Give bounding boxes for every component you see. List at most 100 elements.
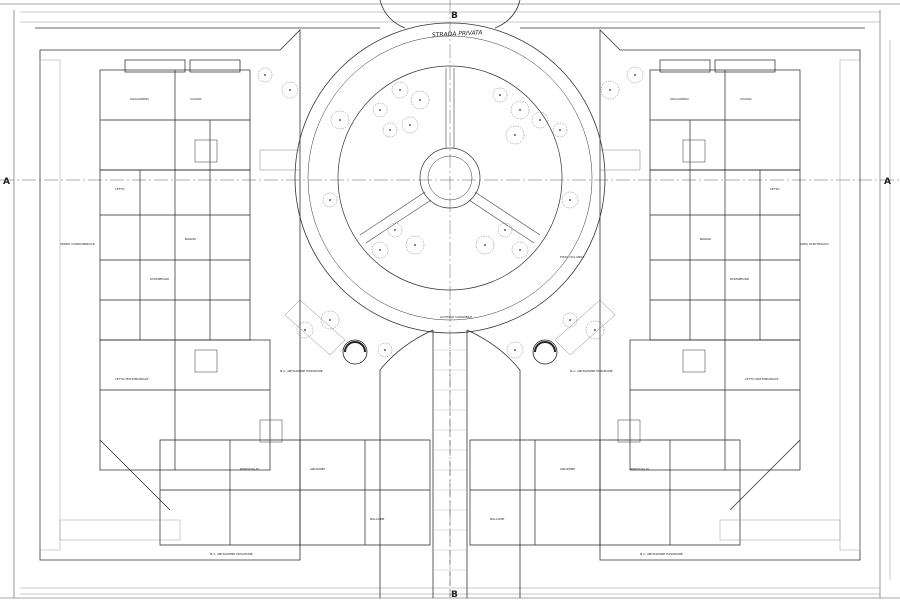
tree-icon (506, 341, 524, 359)
room-label: RIPOSTIGLIO (240, 467, 260, 471)
building-label: N.C. ABITAZIONE POSIZIONE (210, 552, 253, 556)
tree-icon (281, 81, 299, 99)
area-label: VERDE CONDOMINIALE (60, 242, 95, 246)
stair-cores (194, 139, 706, 443)
tree-trunk (499, 93, 502, 96)
room-label: DISIMPEGNO (150, 277, 170, 281)
room-label: RIPOSTIGLIO (630, 467, 650, 471)
tree-trunk (414, 243, 417, 246)
area-label: PISTA CICLABILE (560, 255, 585, 259)
tree-icon (562, 312, 578, 328)
tree-icon (382, 122, 398, 138)
room-label: SOGGIORNO (130, 97, 149, 101)
labels: STRADA PRIVATA A A B B SOGGIORNO CUCINA … (3, 11, 891, 600)
tree-trunk (399, 88, 402, 91)
section-marker-a-left: A (3, 177, 10, 187)
tree-trunk (514, 133, 517, 136)
tree-trunk (514, 349, 517, 352)
tree-icon (372, 102, 388, 118)
room-label: ANDRONE (560, 467, 575, 471)
pedestrian-ramps (259, 149, 641, 356)
tree-trunk (389, 128, 392, 131)
tree-icon (552, 122, 568, 138)
room-label: SOGGIORNO (670, 97, 689, 101)
tree-trunk (409, 123, 412, 126)
tree-icon (371, 241, 389, 259)
building-left (99, 59, 431, 546)
room-label: BALCONE (370, 517, 384, 521)
tree-trunk (329, 319, 332, 322)
room-label: BALCONE (490, 517, 504, 521)
tree-icon (405, 235, 425, 255)
area-label: AREA PARCHEGGIO (800, 242, 829, 246)
tree-icon (377, 342, 393, 358)
tree-icon (257, 67, 273, 83)
tree-trunk (569, 319, 572, 322)
tree-trunk (609, 88, 612, 91)
room-label: BAGNO (700, 237, 712, 241)
tree-icon (531, 111, 549, 129)
tree-trunk (484, 243, 487, 246)
tree-trunk (519, 108, 522, 111)
room-label: LETTO MATRIMONIALE (115, 377, 149, 381)
tree-icon (561, 191, 579, 209)
tree-trunk (634, 73, 637, 76)
building-label: N.C. ABITAZIONE POSIZIONE (570, 369, 613, 373)
room-label: ANDRONE (310, 467, 325, 471)
tree-icon (505, 125, 525, 145)
section-marker-a-right: A (884, 177, 891, 187)
tree-icon (497, 222, 513, 238)
tree-icon (510, 100, 530, 120)
tree-icon (391, 81, 409, 99)
building-label: N.C. ABITAZIONE POSIZIONE (280, 369, 323, 373)
tree-icon (492, 87, 508, 103)
tree-icon (410, 90, 430, 110)
tree-cluster (257, 66, 644, 359)
tree-icon (475, 235, 495, 255)
tree-trunk (264, 73, 267, 76)
tree-trunk (379, 248, 382, 251)
tree-icon (585, 320, 605, 340)
tree-trunk (289, 88, 292, 91)
room-label: BAGNO (185, 237, 197, 241)
street-label: STRADA PRIVATA (432, 29, 483, 39)
exterior-strips (39, 59, 861, 551)
fountains (342, 339, 558, 365)
tree-trunk (594, 329, 597, 332)
room-label: LETTO (115, 187, 125, 191)
roundabout-paths (359, 68, 541, 244)
tree-trunk (339, 118, 342, 121)
tree-trunk (559, 128, 562, 131)
tree-icon (320, 310, 340, 330)
building-right (469, 59, 801, 546)
section-marker-b-top: B (451, 11, 458, 21)
tree-trunk (419, 98, 422, 101)
tree-trunk (394, 228, 397, 231)
tree-trunk (329, 198, 332, 201)
tree-trunk (519, 248, 522, 251)
tree-trunk (539, 118, 542, 121)
tree-trunk (569, 198, 572, 201)
room-label: DISIMPEGNO (730, 277, 750, 281)
tree-icon (330, 110, 350, 130)
room-label: CUCINA (740, 97, 753, 101)
room-label: CUCINA (190, 97, 203, 101)
tree-trunk (304, 329, 307, 332)
tree-icon (600, 80, 620, 100)
tree-trunk (379, 108, 382, 111)
room-label: LETTO (770, 187, 780, 191)
tree-icon (401, 116, 419, 134)
area-label: ACCESSO CARRABILE (440, 315, 472, 319)
tree-icon (387, 222, 403, 238)
tree-trunk (504, 228, 507, 231)
tree-icon (322, 192, 338, 208)
room-label: LETTO MATRIMONIALE (745, 377, 779, 381)
tree-icon (296, 321, 314, 339)
tree-icon (511, 241, 529, 259)
building-label: N.C. ABITAZIONE POSIZIONE (640, 552, 683, 556)
tree-trunk (384, 349, 387, 352)
section-marker-b-bottom: B (451, 590, 458, 600)
